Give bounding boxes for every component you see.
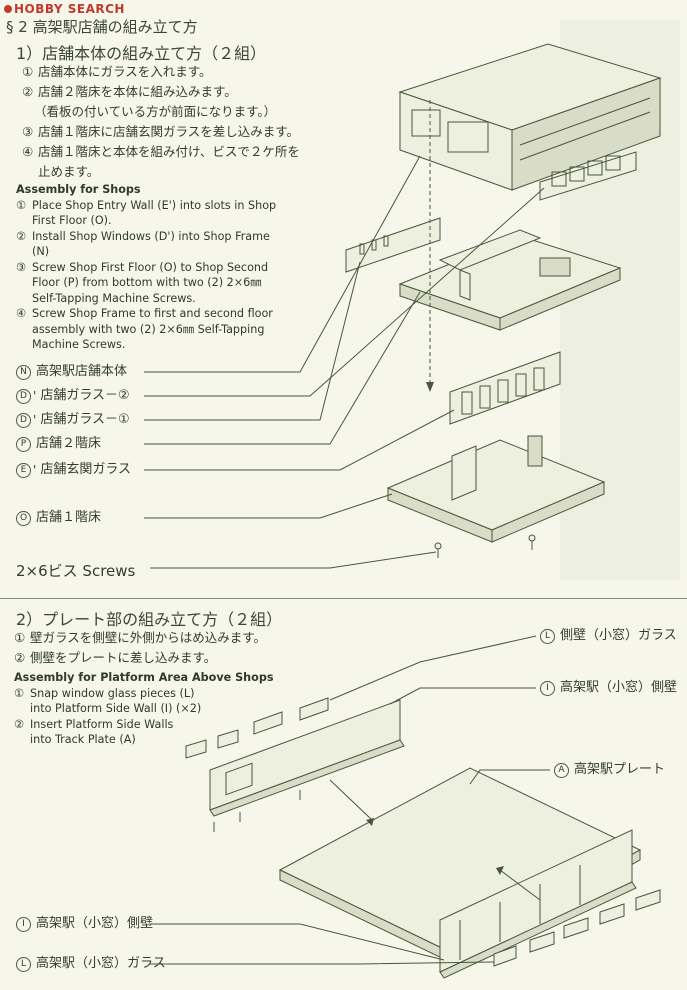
jp-step: （看板の付いている方が前面になります。） xyxy=(34,104,277,119)
hobby-search-logo: HOBBY SEARCH xyxy=(4,2,125,16)
shop-window-d2-drawing xyxy=(539,151,637,201)
platform-assembly-diagram xyxy=(150,635,661,979)
shop-frame-drawing xyxy=(398,43,662,191)
part2-title: 2）プレート部の組み立て方（２組） xyxy=(16,610,283,629)
part2-en-steps: Assembly for Platform Area Above Shops ①… xyxy=(14,670,314,748)
window-glass-pieces-top xyxy=(185,697,329,759)
window-glass-pieces-bottom xyxy=(493,889,661,967)
shop-entry-glass-drawing xyxy=(449,351,561,425)
shop-assembly-diagram xyxy=(144,43,662,569)
screw-icon xyxy=(434,534,536,558)
en-title: Assembly for Platform Area Above Shops xyxy=(14,671,274,684)
logo-dot-icon xyxy=(4,5,12,13)
label-d2: D'店舗ガラス－② xyxy=(16,388,130,404)
label-d1: D'店舗ガラス－① xyxy=(16,412,130,428)
section-title: § 2 高架駅店舗の組み立て方 xyxy=(6,18,198,36)
jp-step: 止めます。 xyxy=(38,164,100,179)
front-side-wall-drawing xyxy=(439,829,637,979)
screws-label: 2×6ビス Screws xyxy=(16,562,136,580)
label-e: E'店舗玄関ガラス xyxy=(16,462,131,478)
en-title: Assembly for Shops xyxy=(16,183,141,196)
shop-first-floor-drawing xyxy=(386,435,606,543)
shop-second-floor-drawing xyxy=(398,229,622,331)
part1-title: 1）店舗本体の組み立て方（２組） xyxy=(16,44,267,63)
shop-window-d1-drawing xyxy=(345,217,441,273)
section-divider xyxy=(0,598,687,599)
back-side-wall-drawing xyxy=(209,699,405,832)
